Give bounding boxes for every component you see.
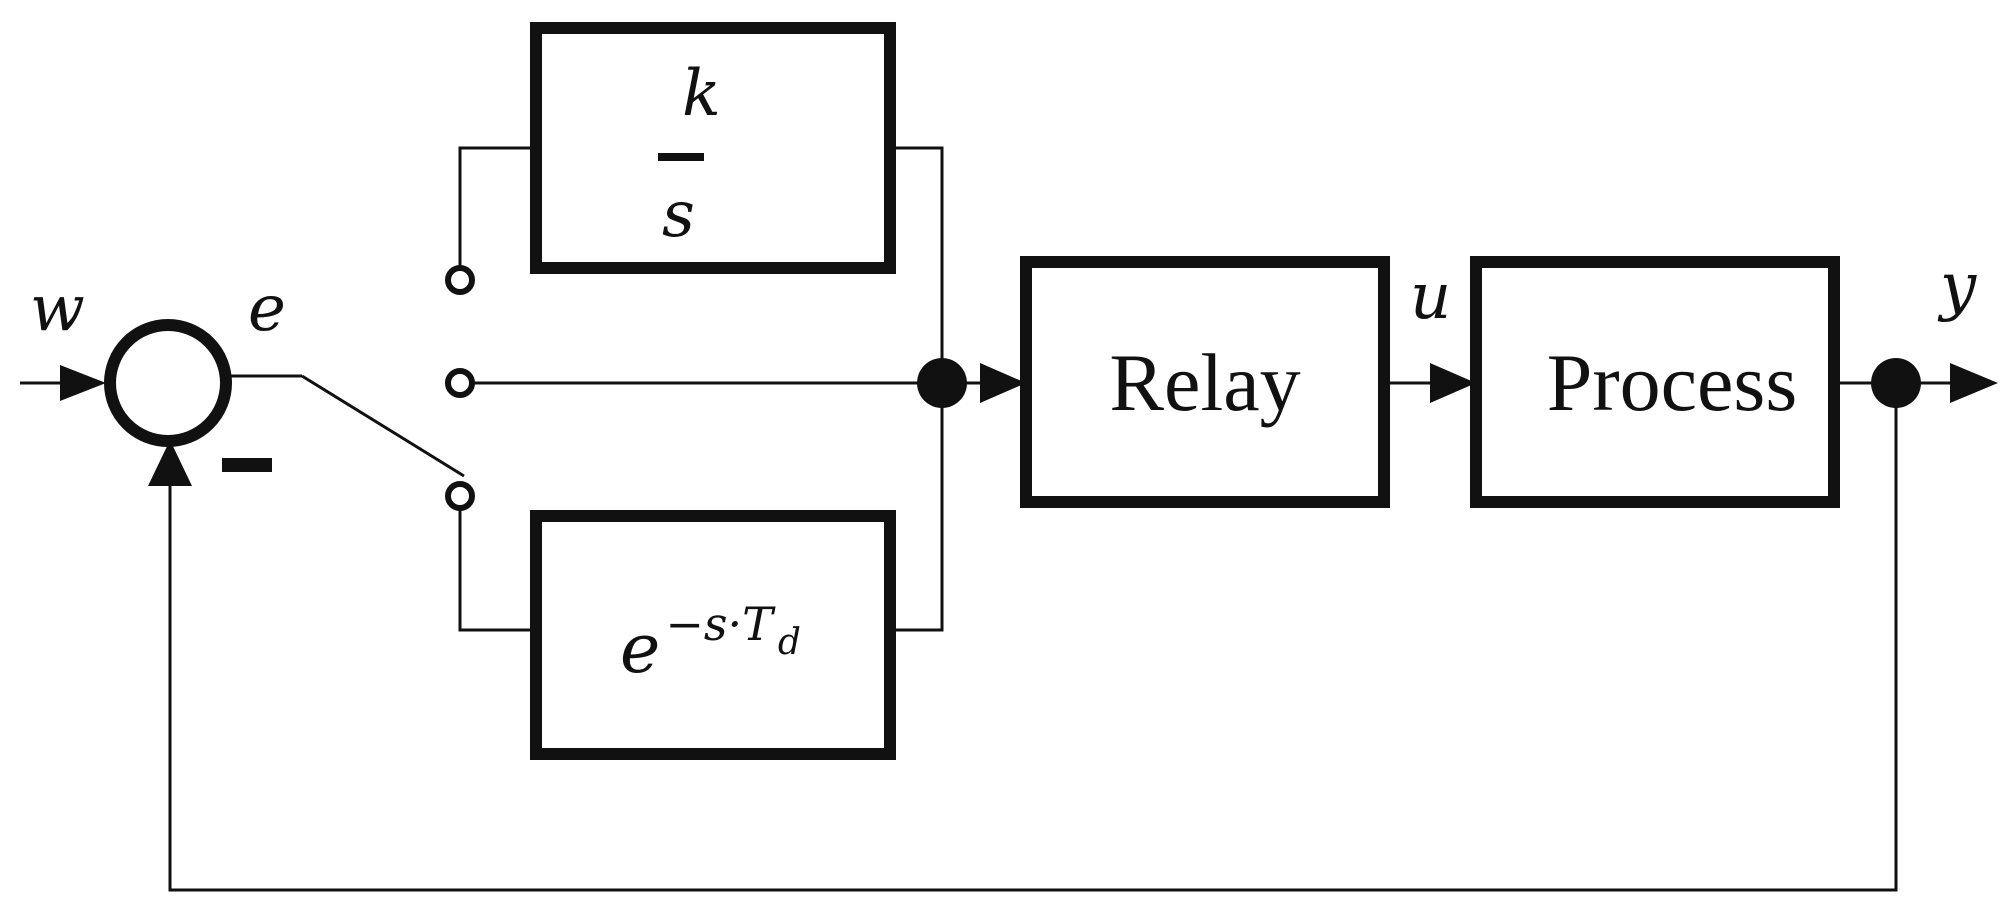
input-arrowhead bbox=[60, 365, 106, 401]
delay-expression: e −s·T d bbox=[620, 597, 801, 689]
control-signal-label: u bbox=[1410, 260, 1451, 334]
feedback-minus-sign bbox=[222, 458, 272, 472]
delay-input-wire bbox=[458, 508, 536, 632]
error-label: e bbox=[248, 272, 286, 346]
switch-contact-delay bbox=[445, 481, 475, 511]
summing-junction bbox=[104, 319, 232, 447]
integrator-output-wire bbox=[890, 146, 944, 383]
delay-block bbox=[530, 510, 896, 760]
switch-contact-direct bbox=[445, 368, 475, 398]
process-block bbox=[1470, 256, 1840, 508]
output-label: y bbox=[1937, 250, 1977, 324]
relay-block bbox=[1020, 256, 1390, 508]
relay-input-arrowhead bbox=[980, 363, 1026, 403]
process-label: Process bbox=[1547, 337, 1798, 428]
input-label: w bbox=[30, 272, 85, 346]
delay-subscript: d bbox=[778, 622, 801, 663]
delay-base: e bbox=[620, 610, 660, 689]
feedback-wire bbox=[168, 383, 1898, 892]
delay-output-wire bbox=[890, 383, 944, 632]
integrator-input-wire bbox=[458, 146, 536, 268]
integrator-numerator: k bbox=[682, 57, 721, 131]
delay-exponent: −s·T bbox=[665, 597, 776, 651]
integrator-denominator: s bbox=[662, 178, 695, 252]
process-input-arrowhead bbox=[1430, 363, 1476, 403]
switch-contact-integrator bbox=[445, 265, 475, 295]
output-arrowhead bbox=[1950, 363, 1998, 403]
switch-lever bbox=[301, 374, 465, 478]
integrator-fraction-bar bbox=[658, 153, 704, 161]
feedback-arrowhead bbox=[148, 440, 192, 486]
relay-label: Relay bbox=[1109, 337, 1300, 428]
